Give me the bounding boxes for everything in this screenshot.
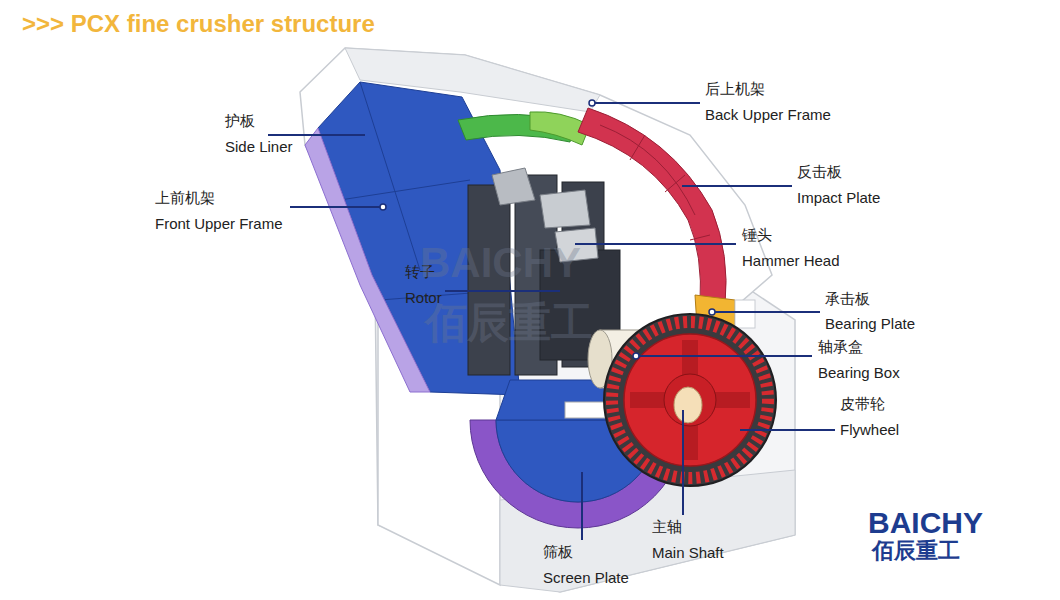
leader-dots [380,100,715,359]
part-name-zh: 上前机架 [155,189,215,207]
leader-line [740,429,835,431]
flywheel-body [624,334,756,466]
flywheel-hub [664,374,716,426]
part-name-zh: 后上机架 [705,80,765,98]
flywheel-grooves [612,322,768,478]
part-name-en: Main Shaft [652,544,724,562]
part-name-zh: 锤头 [742,226,772,244]
impact-seam [630,135,710,240]
front-upper-frame-edge [305,128,430,392]
flywheel-rim [604,314,776,486]
part-name-en: Hammer Head [742,252,840,270]
part-name-zh: 护板 [225,112,255,130]
leader-dot [589,100,595,106]
main-shaft [674,387,702,423]
page-title: >>> PCX fine crusher structure [22,10,375,39]
leader-line [636,355,812,357]
part-name-en: Impact Plate [797,189,880,207]
logo-text: BAICHY [868,505,983,541]
leader-dot [380,204,386,210]
part-name-zh: 承击板 [825,290,870,308]
part-name-en: Back Upper Frame [705,106,831,124]
leader-line [682,185,792,187]
impact-seam [600,125,695,215]
leader-lines [268,103,835,540]
leader-dot [633,353,639,359]
liner-seam [360,82,420,270]
part-name-en: Front Upper Frame [155,215,283,233]
leader-line [592,102,700,104]
leader-line [445,290,560,292]
liner-seam [340,180,470,200]
part-name-zh: 皮带轮 [840,395,885,413]
watermark: BAICHY [420,238,581,288]
part-name-en: Flywheel [840,421,899,439]
logo-text: 佰辰重工 [872,538,960,564]
leader-line [712,311,820,313]
lower-frame [375,285,795,592]
part-name-zh: 反击板 [797,163,842,181]
hammer-head [540,190,590,228]
leader-line [268,134,365,136]
leader-line [575,243,736,245]
part-name-zh: 筛板 [543,543,573,561]
leader-dot [709,309,715,315]
part-name-en: Bearing Plate [825,315,915,333]
leader-line [581,472,583,540]
bearing-seat [735,300,755,328]
hammer-head [492,168,535,205]
part-name-en: Side Liner [225,138,293,156]
part-name-zh: 轴承盒 [818,338,863,356]
watermark: 佰辰重工 [425,298,593,348]
leader-line [290,206,385,208]
part-name-en: Bearing Box [818,364,900,382]
part-name-en: Screen Plate [543,569,629,587]
leader-line [682,410,684,515]
part-name-zh: 主轴 [652,518,682,536]
